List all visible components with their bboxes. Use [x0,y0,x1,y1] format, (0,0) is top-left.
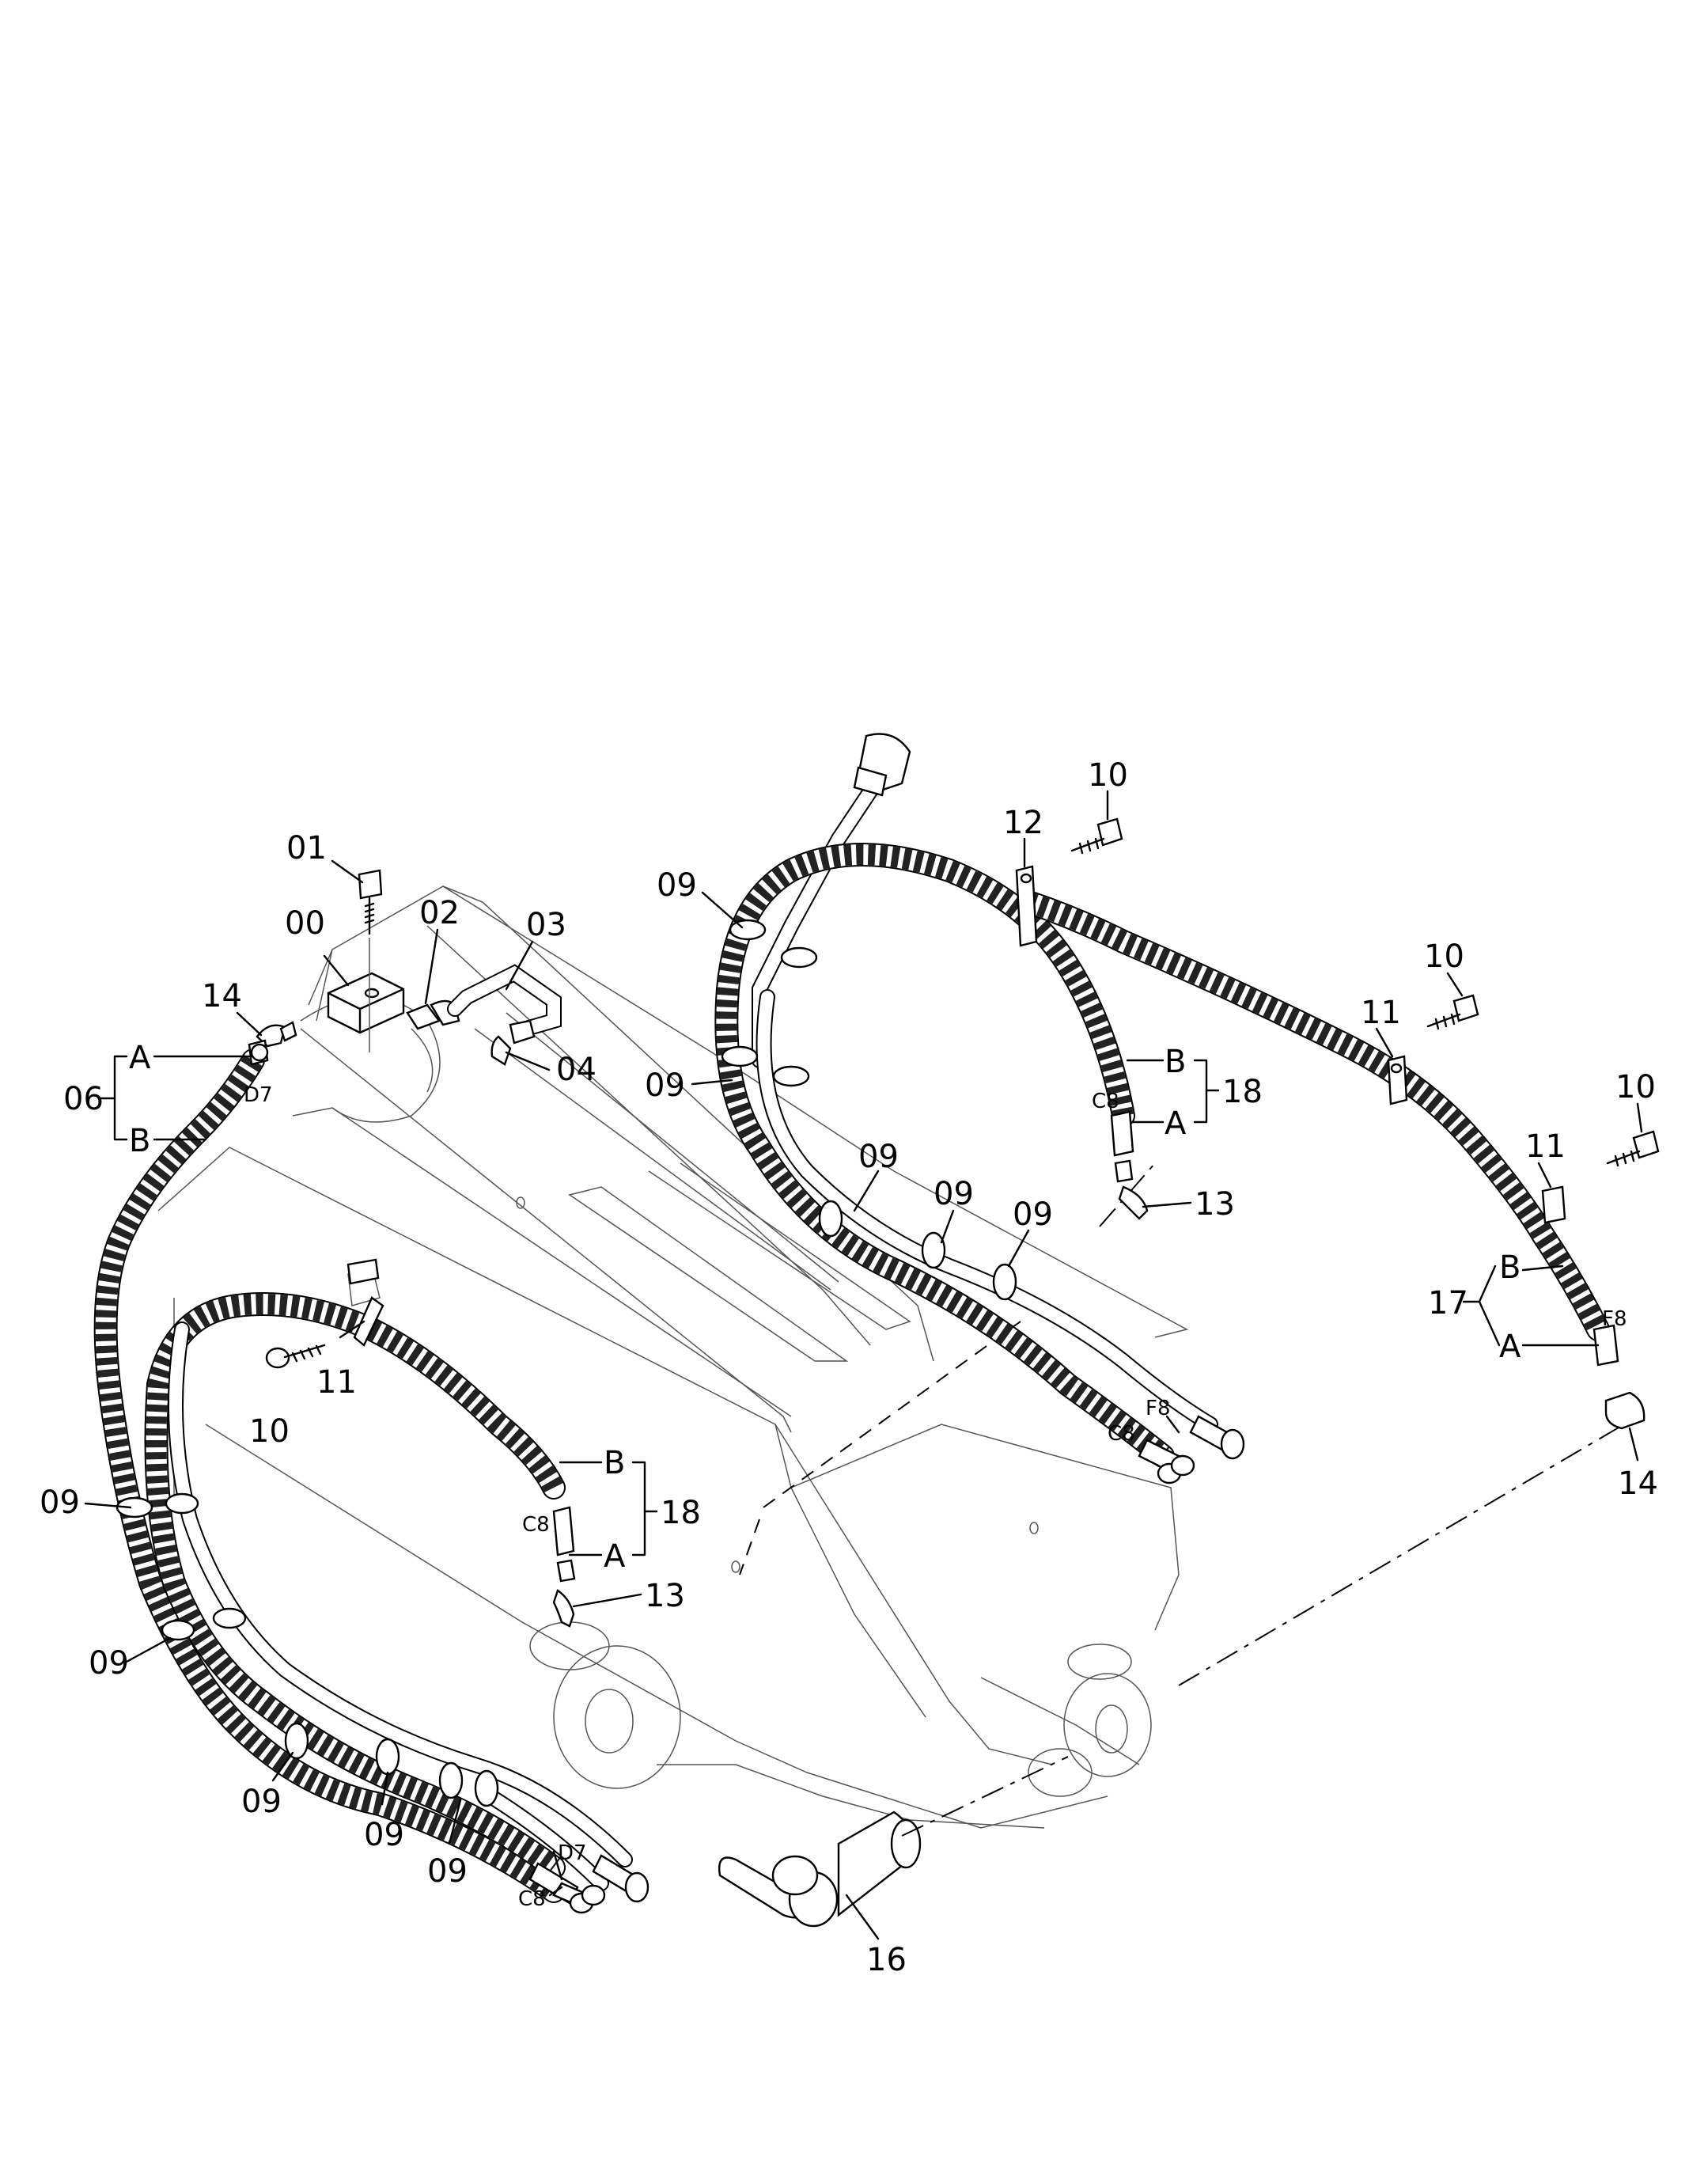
size-d7-06: D7 [244,1083,273,1107]
left-plain-tubes [168,1321,633,1891]
size-d7-bottom-left: D7 [558,1841,587,1865]
callout-01: 01 [286,830,327,866]
branch-a-18-right: A [1165,1105,1187,1142]
callout-09-right-4: 09 [934,1176,974,1212]
callout-09-left-3: 09 [241,1784,282,1820]
callout-10-right-3: 10 [1615,1069,1656,1105]
callout-09-left-2: 09 [89,1645,129,1682]
callout-09-right-2: 09 [645,1067,685,1104]
branch-a-18-left: A [604,1538,626,1575]
callout-12: 12 [1003,805,1043,841]
callout-17: 17 [1428,1285,1468,1321]
branch-labels: A B B A B A B A [129,1040,1521,1575]
right-hose-clamps [721,919,1017,1301]
size-f8-bottom-right: F8 [1146,1397,1171,1420]
pin-to-fitting-center-line [1178,1416,1638,1686]
left-hose-18 [144,1292,566,1879]
manifold-group [256,869,562,1066]
callout-09-left-1: 09 [40,1484,80,1521]
callout-09-right-1: 09 [657,867,697,904]
boom-structure [157,885,1189,1829]
callout-14-right: 14 [1618,1465,1658,1502]
callout-06: 06 [63,1081,104,1117]
size-c8-18-left: C8 [522,1513,550,1537]
callout-09-left-5: 09 [427,1853,468,1890]
leader-lines [84,790,1643,1940]
callout-11-right-1: 11 [1361,995,1401,1031]
branch-b-18-right: B [1165,1044,1186,1080]
callout-14-left: 14 [202,978,242,1014]
callout-numbers: 01 00 02 03 04 14 06 09 09 09 09 09 10 1… [40,757,1658,1978]
left-hose-06 [93,1048,566,1903]
callout-03: 03 [526,907,566,943]
right-clamp-brackets [1015,817,1660,1224]
branch-a-06: A [129,1040,151,1076]
callout-11-left: 11 [316,1364,357,1401]
right-end-fittings [1110,1110,1646,1484]
callout-18-right: 18 [1222,1074,1263,1110]
branch-b-17: B [1499,1249,1521,1286]
left-hose-clamps [116,1492,499,1807]
callout-09-right-3: 09 [858,1139,899,1175]
size-c8-bottom-right: C8 [1108,1422,1135,1446]
size-codes: D7 C8 D7 C8 C8 F8 C8 F8 [244,1083,1627,1911]
callout-02: 02 [419,895,460,931]
size-c8-bottom-left: C8 [518,1887,546,1911]
callout-13-left: 13 [645,1578,685,1614]
callout-11-right-2: 11 [1525,1128,1566,1165]
right-plain-tubes [756,989,1218,1432]
left-clamp-bracket [265,1258,384,1369]
branch-b-18-left: B [604,1445,625,1481]
callout-09-left-4: 09 [364,1817,404,1853]
callout-18-left: 18 [661,1495,701,1531]
size-c8-18-right: C8 [1092,1090,1119,1113]
pin-center-line [901,1756,1069,1837]
right-upper-tube [752,733,911,1068]
callout-16: 16 [866,1942,907,1978]
right-hose-18 [714,843,1175,1468]
callout-00: 00 [285,905,325,942]
branch-a-17: A [1499,1329,1521,1365]
callout-09-right-5: 09 [1013,1196,1053,1233]
branch-b-06: B [129,1123,150,1159]
callout-13-right: 13 [1195,1186,1235,1223]
callout-04: 04 [556,1052,596,1088]
fitting-center-line [1099,1162,1156,1227]
size-f8-17: F8 [1602,1307,1627,1331]
callout-10-left: 10 [249,1413,290,1450]
callout-10-right-1: 10 [1088,757,1128,794]
left-end-fittings [248,1039,649,1914]
pin-part-16 [718,1811,922,1928]
callout-10-right-2: 10 [1424,938,1464,975]
